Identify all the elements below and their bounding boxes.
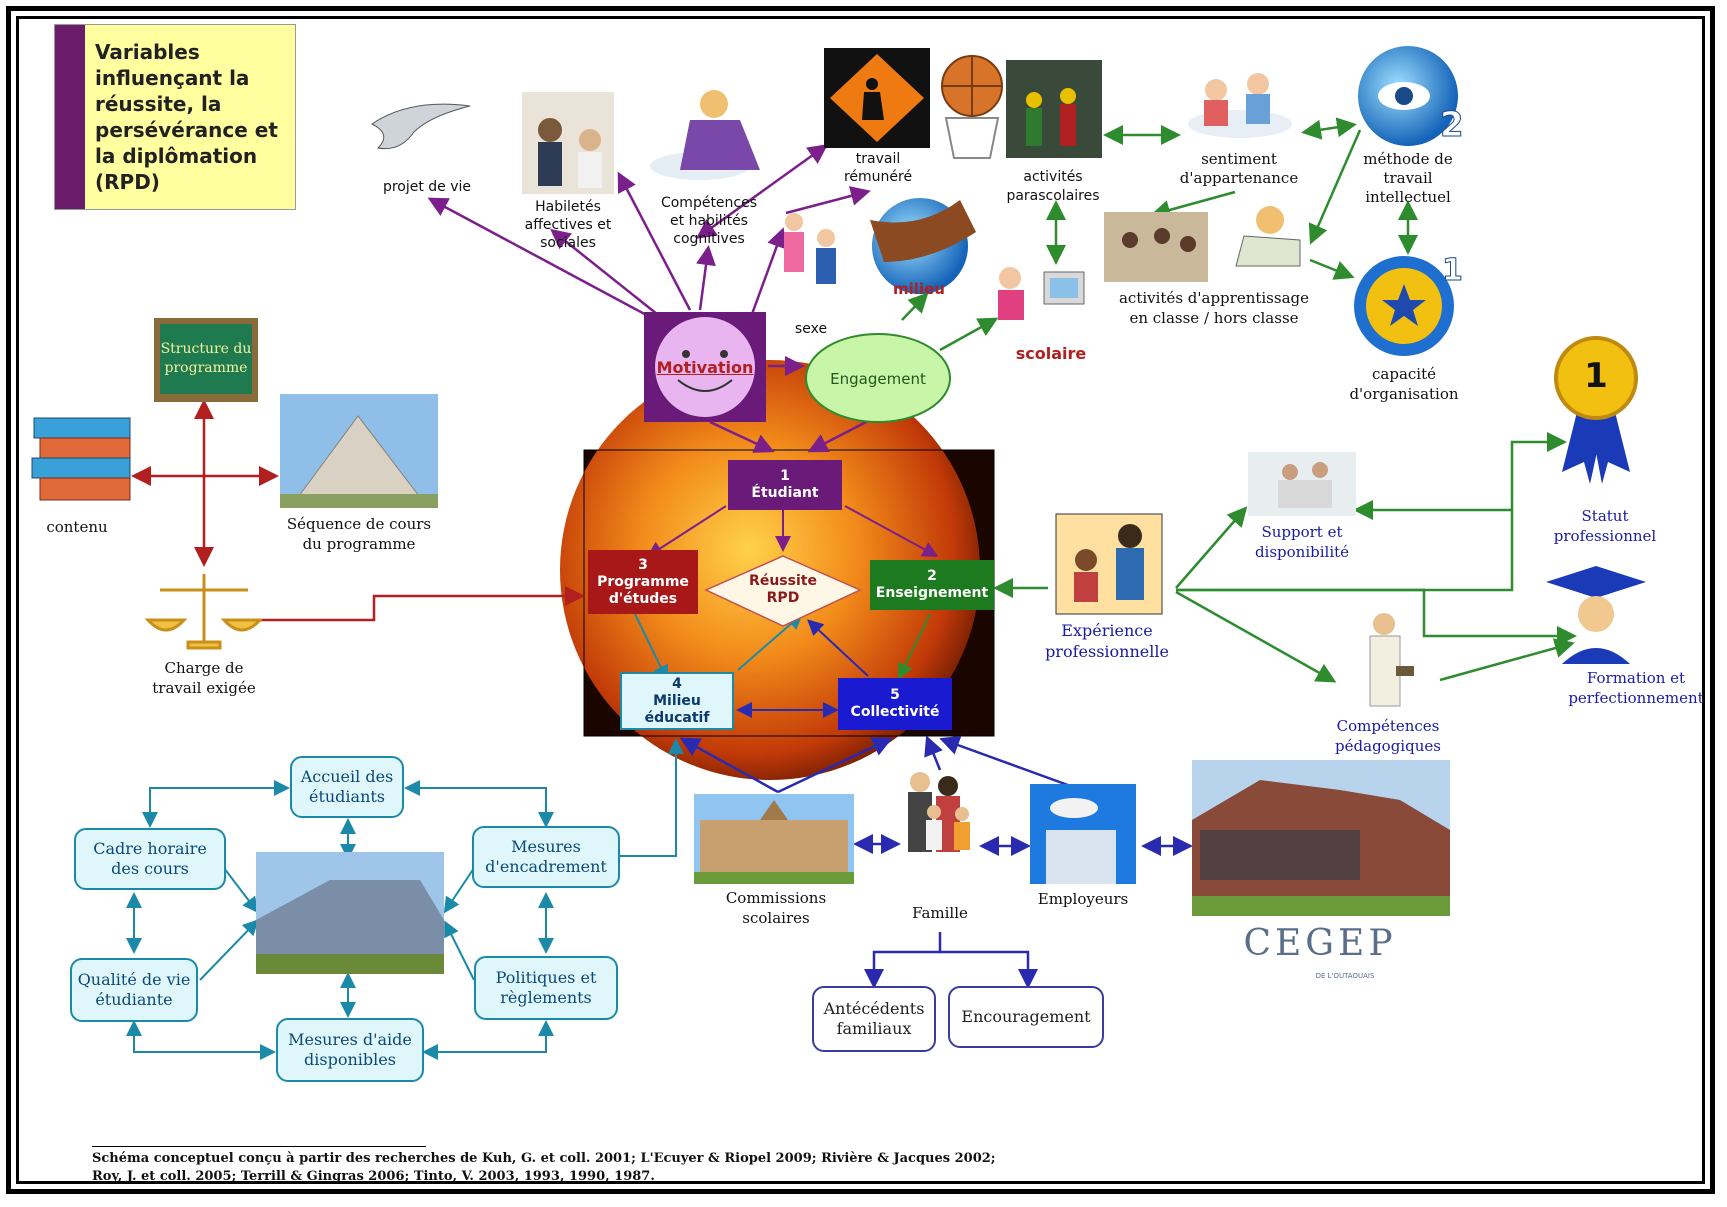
title-accent-bar xyxy=(55,25,85,209)
title-box: Variables influençant la réussite, la pe… xyxy=(54,24,296,210)
classroom-photo-icon xyxy=(1104,212,1208,282)
node-etudiant[interactable]: 1 Étudiant xyxy=(728,460,842,510)
node-milieu-educatif[interactable]: 4 Milieu éducatif xyxy=(620,672,734,730)
cegep-building-photo xyxy=(1192,760,1450,916)
engagement-arrows xyxy=(901,117,1418,352)
children-reading-icon xyxy=(1188,73,1292,138)
cegep-logo: CEGEP xyxy=(1243,923,1397,964)
handshake-globe-icon xyxy=(870,198,976,294)
student-reading-icon xyxy=(1235,206,1301,267)
medal-number: 1 xyxy=(1584,356,1608,396)
box-accueil[interactable]: Accueil des étudiants xyxy=(290,756,404,818)
label-sexe: sexe xyxy=(794,321,828,337)
inner-frame xyxy=(16,16,1705,1184)
box-mesures-encadrement[interactable]: Mesures d'encadrement xyxy=(472,826,620,888)
basketball-icon xyxy=(941,55,1003,159)
label-scolaire: scolaire xyxy=(1015,344,1087,363)
medal-icon xyxy=(1554,336,1638,484)
outer-frame xyxy=(6,6,1715,1194)
school-building-icon xyxy=(694,794,854,884)
teacher-student-icon xyxy=(1055,513,1163,615)
label-engagement[interactable]: Engagement xyxy=(830,370,926,388)
building-photo-left xyxy=(256,852,444,974)
box-qualite-vie[interactable]: Qualité de vie étudiante xyxy=(70,958,198,1022)
box-encouragement[interactable]: Encouragement xyxy=(948,986,1104,1048)
label-sentiment: sentiment d'appartenance xyxy=(1179,150,1299,187)
construction-sign-icon xyxy=(824,48,930,148)
kids-icon xyxy=(784,213,836,284)
programme-arrows xyxy=(131,399,585,622)
chalkboard-icon xyxy=(154,318,258,402)
reussite-diamond xyxy=(704,555,862,627)
label-famille: Famille xyxy=(912,904,968,922)
cegep-logo-subtitle: DE L'OUTAOUAIS xyxy=(1315,972,1375,980)
node-programme[interactable]: 3 Programme d'études xyxy=(588,550,698,614)
label-milieu: milieu xyxy=(893,280,945,298)
shapes-ring-icon: 1 xyxy=(1354,253,1463,356)
woman-thinking-icon xyxy=(650,90,760,180)
footer-rule xyxy=(92,1146,426,1147)
family-icon xyxy=(908,772,970,852)
label-support: Support et disponibilité xyxy=(1254,523,1350,561)
eye-ring-icon: 2 xyxy=(1358,46,1464,146)
label-activites-parascolaires: activités parascolaires xyxy=(1006,169,1100,204)
books-icon xyxy=(31,417,131,501)
label-contenu: contenu xyxy=(46,518,108,536)
box-politiques[interactable]: Politiques et règlements xyxy=(474,956,618,1020)
motivation-node[interactable] xyxy=(644,312,766,422)
label-habiletes: Habiletés affectives et sociales xyxy=(524,199,612,251)
bird-icon xyxy=(371,103,471,150)
label-competences-pedagogiques: Compétences pédagogiques xyxy=(1335,717,1441,755)
node-enseignement[interactable]: 2 Enseignement xyxy=(870,560,994,610)
footer-references: Schéma conceptuel conçu à partir des rec… xyxy=(92,1150,996,1186)
label-experience: Expérience professionnelle xyxy=(1045,621,1169,661)
footer-line-1: Schéma conceptuel conçu à partir des rec… xyxy=(92,1151,996,1166)
footer-line-2: Roy, J. et coll. 2005; Terrill & Gingras… xyxy=(92,1169,655,1184)
yoga-photo-icon xyxy=(1248,452,1356,516)
node-reussite[interactable]: Réussite RPD xyxy=(749,573,817,606)
milieu-educatif-arrows xyxy=(126,738,684,1060)
people-photo-icon xyxy=(522,92,614,194)
box-cadre-horaire[interactable]: Cadre horaire des cours xyxy=(74,828,226,890)
label-employeurs: Employeurs xyxy=(1037,890,1129,908)
label-travail-remunere: travail rémunéré xyxy=(843,151,913,185)
woman-clipboard-icon xyxy=(1369,613,1414,707)
label-commissions: Commissions scolaires xyxy=(725,889,827,927)
factory-icon xyxy=(1030,784,1136,884)
label-sequence: Séquence de cours du programme xyxy=(286,515,432,553)
box-mesures-aide[interactable]: Mesures d'aide disponibles xyxy=(276,1018,424,1082)
engagement-node[interactable] xyxy=(805,333,951,423)
center-internal-arrows xyxy=(633,505,939,718)
node-collectivite[interactable]: 5 Collectivité xyxy=(838,678,952,730)
computer-user-icon xyxy=(998,267,1085,320)
label-formation: Formation et perfectionnement xyxy=(1568,669,1704,707)
label-structure-programme: Structure du programme xyxy=(160,341,252,376)
diagram-title: Variables influençant la réussite, la pe… xyxy=(95,40,278,194)
motivation-arrows xyxy=(427,144,871,453)
scales-icon xyxy=(144,574,264,650)
experience-arrows xyxy=(993,432,1577,683)
svg-text:1: 1 xyxy=(1442,253,1463,288)
svg-text:2: 2 xyxy=(1440,105,1464,145)
label-activites-apprentissage: activités d'apprentissage en classe / ho… xyxy=(1118,289,1310,327)
label-charge: Charge de travail exigée xyxy=(152,659,256,697)
label-projet-de-vie: projet de vie xyxy=(382,179,472,195)
label-motivation[interactable]: Motivation xyxy=(656,358,754,377)
label-capacite: capacité d'organisation xyxy=(1349,365,1459,403)
theatre-icon xyxy=(1006,60,1102,158)
box-antecedents[interactable]: Antécédents familiaux xyxy=(812,986,936,1052)
label-methode: méthode de travail intellectuel xyxy=(1363,150,1453,206)
label-competences-cognitives: Compétences et habilités cognitives xyxy=(660,195,758,247)
graduate-icon xyxy=(1546,566,1646,664)
collectivite-arrows xyxy=(679,735,1193,989)
label-statut: Statut professionnel xyxy=(1553,507,1657,545)
pyramid-photo-icon xyxy=(280,394,438,508)
